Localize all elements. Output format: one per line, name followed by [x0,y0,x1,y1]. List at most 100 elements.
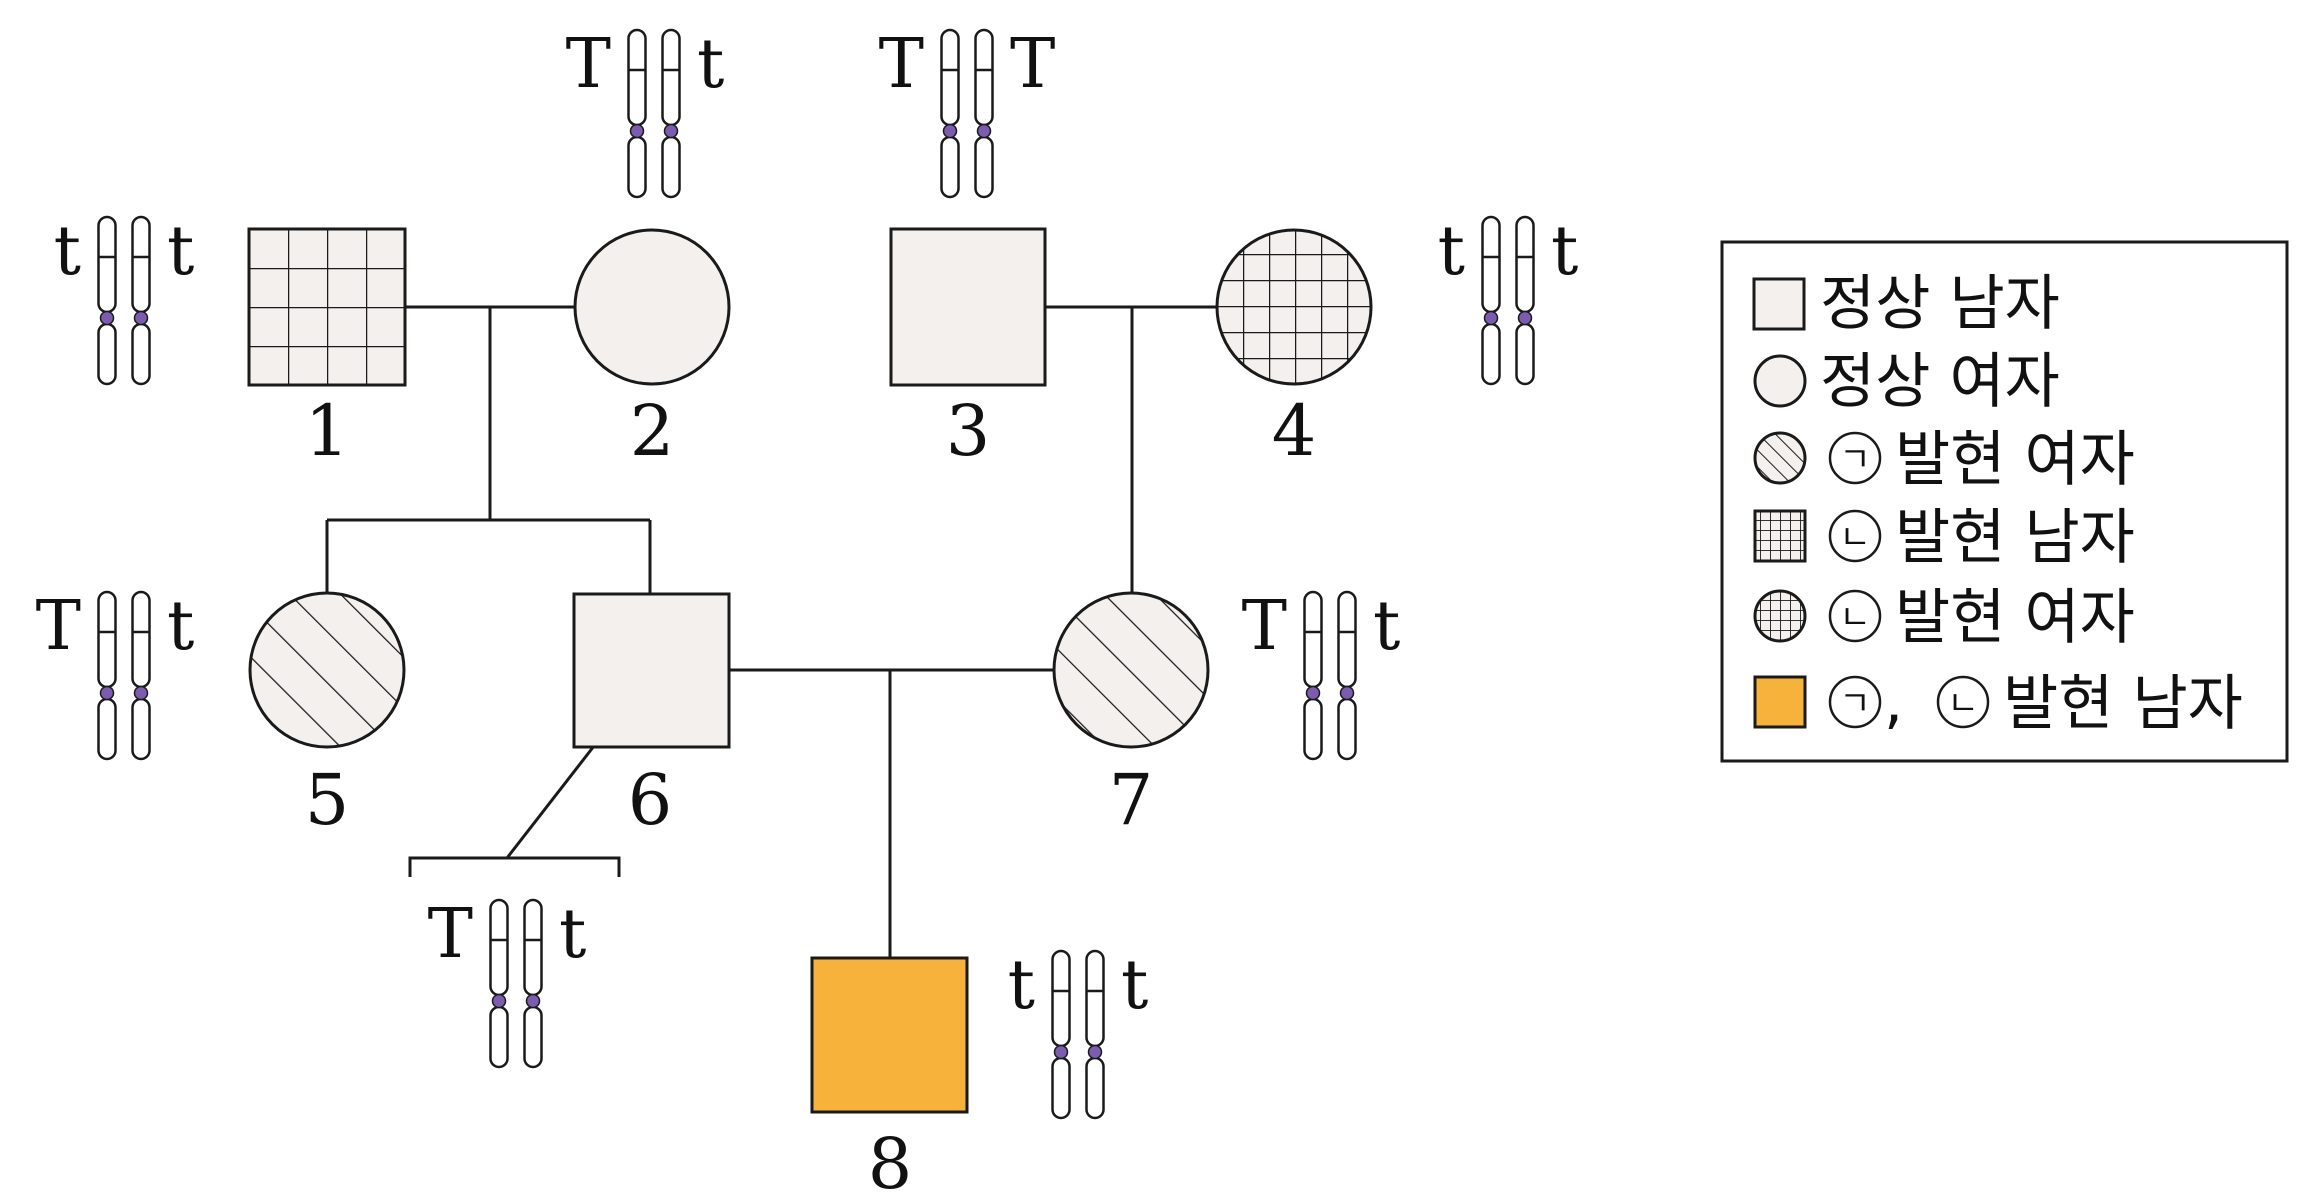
male-trait-a-and-b-symbol [810,956,969,1114]
circled-letter-a-mark: ㄱ [1828,431,1882,485]
chromatid-upper-arm [1303,590,1323,689]
chromatid-lower-arm [489,1005,509,1069]
allele-label: t [559,895,586,974]
chromatid-upper-arm [627,28,647,127]
individual-number: 5 [305,759,350,841]
male-normal-symbol [889,227,1047,387]
chromatid-lower-arm [97,697,117,761]
allele-label: T [1242,587,1287,666]
legend-label: 발현 여자 [1895,583,2135,653]
allele-label: t [167,212,194,291]
allele-label: t [1438,212,1465,291]
chromatid-lower-arm [1085,1056,1105,1120]
legend-hatched-circle-icon [1753,431,1807,485]
sperm-bracket [408,856,621,877]
chromatid-lower-arm [1303,697,1323,761]
chromatid-upper-arm [1337,590,1357,689]
centromere-dot [976,123,992,139]
circled-letter: ㄱ [1839,440,1870,480]
legend-label: 정상 여자 [1820,347,2060,417]
individual-number: 3 [946,390,991,472]
circled-letter: ㄴ [1839,598,1870,638]
legend-label: 발현 남자 [1895,503,2135,573]
allele-label: T [36,587,81,666]
individual-number: 4 [1272,390,1317,472]
allele-label: t [1551,212,1578,291]
individual-5: 5 [248,591,406,841]
legend-label: 발현 여자 [1895,425,2135,495]
chromatid-upper-arm [97,215,117,314]
legend-circle-icon [1753,354,1807,408]
individual-number: 7 [1109,759,1154,841]
chromatid-lower-arm [1051,1056,1071,1120]
individual-2: 2 [573,228,731,472]
legend-comma: , [1884,667,1903,737]
female-normal-symbol [573,228,731,386]
male-normal-symbol [572,592,731,749]
chromatid-upper-arm [1515,215,1535,314]
legend-item-trait-b-female: ㄴ 발현 여자 [1753,583,2135,653]
circled-letter: ㄴ [1839,518,1870,558]
sperm-pointer-line [505,745,596,859]
allele-label: t [1008,946,1035,1025]
circled-letter-a-mark: ㄱ [1828,675,1882,729]
allele-label: T [879,25,924,104]
individual-number: 1 [305,390,350,472]
individual-number: 2 [630,390,675,472]
chromatid-upper-arm [1481,215,1501,314]
legend-label: 정상 남자 [1820,269,2060,339]
centromere-dot [1339,685,1355,701]
centromere-dot [1053,1044,1069,1060]
chromatid-upper-arm [661,28,681,127]
allele-label: t [167,587,194,666]
chromatid-upper-arm [131,590,151,689]
centromere-dot [133,685,149,701]
centromere-dot [942,123,958,139]
chromatid-lower-arm [627,135,647,199]
legend-border [1720,240,2289,763]
centromere-dot [525,993,541,1009]
circled-letter-b-mark: ㄴ [1828,589,1882,643]
individual-6: 6 [572,592,731,841]
legend-square-icon [1752,277,1806,331]
centromere-dot [1087,1044,1103,1060]
legend-grid-circle-icon [1753,589,1807,643]
individual-number: 6 [628,759,673,841]
individual-3: 3 [889,227,1047,472]
individual-7: 7 [1052,591,1210,841]
legend-item-trait-a-female: ㄱ 발현 여자 [1753,425,2135,495]
male-trait-b-symbol [247,227,407,387]
allele-label: t [1121,946,1148,1025]
centromere-dot [133,310,149,326]
legend-grid-square-icon [1753,509,1807,563]
chromatid-lower-arm [1515,322,1535,386]
legend-orange-square-icon [1753,675,1807,729]
allele-label: t [1373,587,1400,666]
allele-label: T [428,895,473,974]
individual-number: 8 [868,1123,913,1201]
chromatid-upper-arm [523,898,543,997]
chromatid-lower-arm [1481,322,1501,386]
allele-label: T [1010,25,1055,104]
allele-label: t [54,212,81,291]
centromere-dot [99,685,115,701]
female-trait-a-symbol [248,591,406,749]
legend-label: 발현 남자 [2003,669,2243,739]
chromatid-lower-arm [131,322,151,386]
centromere-dot [491,993,507,1009]
female-trait-a-symbol [1052,591,1210,749]
circled-letter-b-mark: ㄴ [1936,675,1990,729]
legend-item-trait-b-male: ㄴ 발현 남자 [1753,503,2135,573]
circled-letter: ㄱ [1839,684,1870,724]
centromere-dot [1483,310,1499,326]
chromatid-lower-arm [974,135,994,199]
legend: 정상 남자 정상 여자 ㄱ 발현 여자 ㄴ 발현 남자 [1720,240,2289,763]
centromere-dot [99,310,115,326]
